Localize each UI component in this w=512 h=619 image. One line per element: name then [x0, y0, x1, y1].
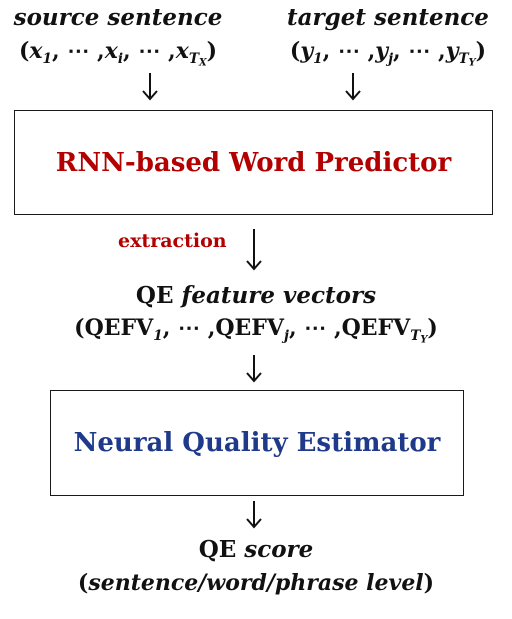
target-dots: ⋯	[408, 38, 431, 64]
word-predictor-box: RNN-based Word Predictor	[14, 110, 493, 215]
source-to-predictor-arrow	[140, 72, 160, 102]
source-dots: ⋯	[138, 38, 161, 64]
target-sub-1: 1	[313, 50, 323, 67]
source-sub-1: 1	[42, 50, 53, 67]
feature-vectors-italic: feature vectors	[181, 282, 377, 309]
source-open-paren: (	[18, 38, 30, 64]
target-comma: ,	[322, 38, 331, 64]
feature-sub-j: j	[284, 327, 289, 344]
target-sequence: (y1, ⋯ ,yj, ⋯ ,yTY)	[278, 38, 498, 68]
source-comma: ,	[168, 38, 176, 64]
quality-estimator-box: Neural Quality Estimator	[50, 390, 464, 496]
feature-vectors-title: QE feature vectors	[0, 282, 512, 309]
features-to-estimator-arrow	[244, 354, 264, 384]
quality-estimator-label: Neural Quality Estimator	[73, 428, 441, 458]
target-sentence-title: target sentence	[287, 4, 489, 31]
source-comma: ,	[52, 38, 60, 64]
source-comma: ,	[97, 38, 105, 64]
target-sub-TY: TY	[458, 50, 476, 69]
target-comma: ,	[438, 38, 446, 64]
score-qe-prefix: QE	[198, 536, 245, 563]
target-close-paren: )	[475, 38, 487, 64]
feature-qefvj: QEFV	[215, 315, 284, 341]
source-dots: ⋯	[67, 38, 90, 64]
source-sub-i: i	[117, 50, 124, 67]
estimator-to-score-arrow	[244, 500, 264, 530]
extraction-label: extraction	[118, 230, 227, 252]
feature-comma: ,	[207, 315, 216, 341]
source-xT: x	[175, 38, 189, 64]
feature-comma: ,	[288, 315, 297, 341]
target-sub-j: j	[388, 50, 394, 67]
source-xi: x	[104, 38, 118, 64]
feature-dots: ⋯	[178, 315, 201, 341]
target-yT: y	[445, 38, 459, 64]
source-close-paren: )	[206, 38, 218, 64]
feature-sub-1: 1	[153, 327, 163, 344]
feature-open-paren: (	[74, 315, 85, 341]
target-y1: y	[300, 38, 314, 64]
feature-vectors-sequence: (QEFV1, ⋯ ,QEFVj, ⋯ ,QEFVTY)	[0, 315, 512, 345]
target-yj: y	[375, 38, 389, 64]
word-predictor-label: RNN-based Word Predictor	[55, 147, 452, 178]
source-sub-TX: TX	[188, 50, 207, 69]
feature-dots: ⋯	[304, 315, 327, 341]
score-level-text: sentence/word/phrase level	[88, 570, 424, 596]
source-x1: x	[29, 38, 43, 64]
feature-comma: ,	[162, 315, 171, 341]
feature-qefvT: QEFV	[341, 315, 411, 341]
target-comma: ,	[393, 38, 401, 64]
target-dots: ⋯	[337, 38, 360, 64]
score-italic: score	[244, 536, 314, 563]
feature-sub-TY: TY	[410, 327, 428, 346]
target-to-predictor-arrow	[343, 72, 363, 102]
predictor-to-features-arrow	[244, 228, 264, 272]
target-open-paren: (	[289, 38, 301, 64]
qe-score-level: (sentence/word/phrase level)	[0, 570, 512, 596]
score-close-paren: )	[423, 570, 435, 596]
source-comma: ,	[123, 38, 131, 64]
qe-score-title: QE score	[0, 536, 512, 563]
source-sequence: (x1, ⋯ ,xi, ⋯ ,xTX)	[8, 38, 228, 68]
score-open-paren: (	[77, 570, 89, 596]
feature-qefv1: QEFV	[84, 315, 154, 341]
source-sentence-title: source sentence	[13, 4, 223, 31]
target-comma: ,	[367, 38, 376, 64]
feature-qe-prefix: QE	[135, 282, 182, 309]
feature-close-paren: )	[427, 315, 438, 341]
feature-comma: ,	[333, 315, 342, 341]
